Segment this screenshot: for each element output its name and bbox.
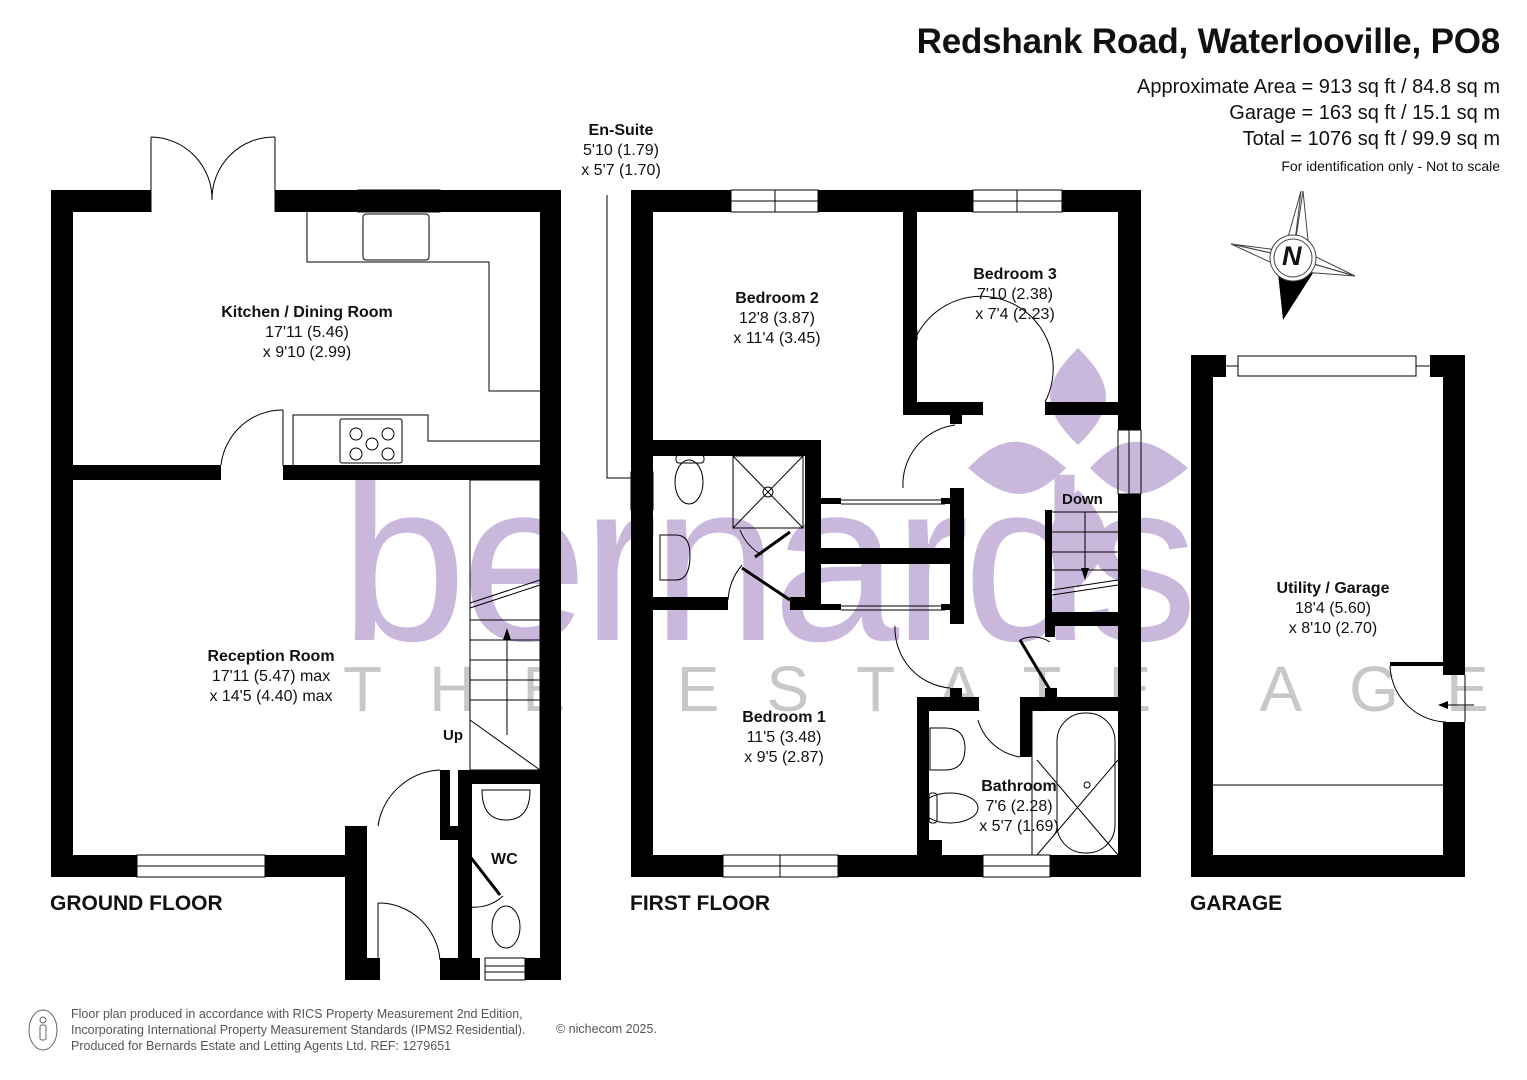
person-icon <box>28 1009 58 1051</box>
room-kitchen-dining: Kitchen / Dining Room 17'11 (5.46) x 9'1… <box>221 304 393 361</box>
room-bedroom-2: Bedroom 2 12'8 (3.87) x 11'4 (3.45) <box>733 290 821 347</box>
compass-icon <box>1230 190 1356 320</box>
room-wc: WC <box>491 851 518 868</box>
floor-label-ground: GROUND FLOOR <box>50 892 223 915</box>
room-reception: Reception Room 17'11 (5.47) max x 14'5 (… <box>207 648 335 705</box>
room-utility-garage: Utility / Garage 18'4 (5.60) x 8'10 (2.7… <box>1276 580 1390 637</box>
area-total: Total = 1076 sq ft / 99.9 sq m <box>1242 128 1500 150</box>
compass-north-label: N <box>1282 241 1302 271</box>
floor-label-first: FIRST FLOOR <box>630 892 770 915</box>
stairs-down-label: Down <box>1062 491 1103 508</box>
footer-disclaimer: Floor plan produced in accordance with R… <box>71 1007 526 1053</box>
scale-note: For identification only - Not to scale <box>1281 158 1500 174</box>
area-garage: Garage = 163 sq ft / 15.1 sq m <box>1229 102 1500 124</box>
area-approximate: Approximate Area = 913 sq ft / 84.8 sq m <box>1137 76 1500 98</box>
room-bathroom: Bathroom 7'6 (2.28) x 5'7 (1.69) <box>979 778 1059 835</box>
room-bedroom-1: Bedroom 1 11'5 (3.48) x 9'5 (2.87) <box>742 709 826 766</box>
room-bedroom-3: Bedroom 3 7'10 (2.38) x 7'4 (2.23) <box>973 266 1057 323</box>
stairs-up-label: Up <box>443 727 463 744</box>
room-en-suite: En-Suite 5'10 (1.79) x 5'7 (1.70) <box>581 122 661 179</box>
footer-copyright: © nichecom 2025. <box>556 1022 657 1036</box>
floor-label-garage: GARAGE <box>1190 892 1283 915</box>
property-title: Redshank Road, Waterlooville, PO8 <box>916 22 1501 61</box>
